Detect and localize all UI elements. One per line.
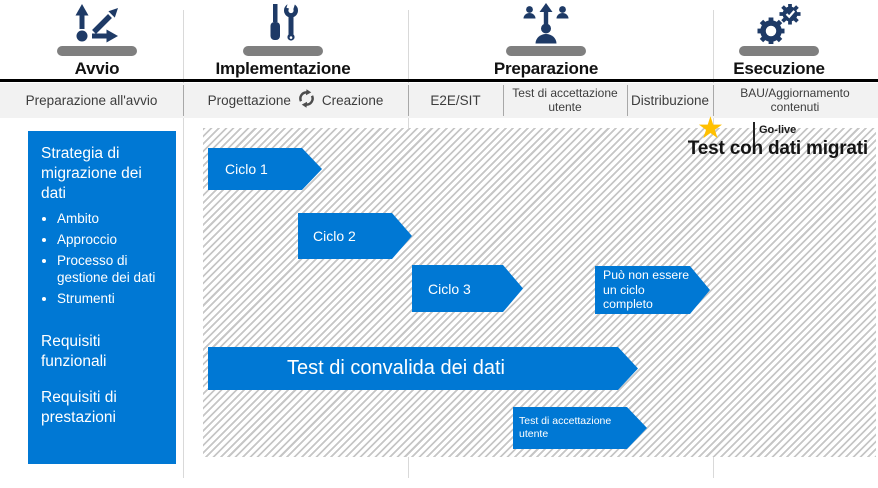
timeline-hatched-area	[203, 128, 876, 457]
arrow-ciclo-3: Ciclo 3	[412, 265, 523, 312]
subphase-e2e-sit: E2E/SIT	[430, 92, 481, 108]
bullet-item: Processo di gestione dei dati	[57, 252, 168, 287]
panel-req-funzionali: Requisiti funzionali	[41, 333, 107, 371]
scatter-arrows-icon	[15, 0, 179, 44]
phase-label: Implementazione	[215, 59, 351, 78]
tools-icon	[201, 0, 365, 44]
subphase-progettazione-creazione: Progettazione Creazione	[183, 83, 408, 118]
phase-esecuzione: Esecuzione	[697, 0, 861, 79]
golive-label: Go-live	[759, 124, 797, 136]
phase-divider-line	[0, 79, 878, 82]
bullet-item: Strumenti	[57, 290, 168, 308]
arrow-ciclo-2: Ciclo 2	[298, 213, 412, 259]
panel-bullet-list: Ambito Approccio Processo di gestione de…	[41, 210, 168, 307]
bullet-item: Approccio	[57, 231, 168, 249]
column-divider	[183, 10, 184, 478]
phase-avvio: Avvio	[15, 0, 179, 79]
phase-implementazione: Implementazione	[201, 0, 365, 79]
arrow-label: Test di convalida dei dati	[287, 357, 505, 379]
arrow-label: Ciclo 2	[313, 228, 356, 244]
podium-bar	[739, 46, 819, 56]
phase-label: Preparazione	[493, 59, 599, 78]
arrow-label: Test di accettazione utente	[519, 414, 612, 440]
phase-preparazione: Preparazione	[464, 0, 628, 79]
subphase-strip	[0, 83, 878, 118]
strip-divider	[183, 85, 184, 116]
subphase-distribuzione: Distribuzione	[630, 92, 710, 108]
sync-icon	[297, 89, 316, 112]
panel-heading: Strategia di migrazione dei dati	[41, 145, 142, 202]
phase-label: Esecuzione	[733, 59, 825, 78]
podium-bar	[57, 46, 137, 56]
requirements-panel: Strategia di migrazione dei dati Ambito …	[28, 131, 176, 464]
arrow-ciclo-1: Ciclo 1	[208, 148, 322, 190]
phase-label: Avvio	[74, 59, 120, 78]
people-promote-icon	[464, 0, 628, 44]
subphase-test-accettazione: Test di accettazione utente	[512, 85, 618, 114]
podium-bar	[243, 46, 323, 56]
golive-tick	[753, 122, 755, 150]
panel-req-prestazioni: Requisiti di prestazioni	[41, 388, 117, 426]
arrow-label: Ciclo 3	[428, 280, 471, 297]
strip-divider	[408, 85, 409, 116]
strip-divider	[627, 85, 628, 116]
gears-check-icon	[697, 0, 861, 44]
migrated-data-title: Test con dati migrati	[687, 138, 868, 159]
arrow-label: Ciclo 1	[225, 161, 268, 177]
arrow-ciclo-parziale: Può non essere un ciclo completo	[595, 266, 710, 314]
arrow-test-convalida: Test di convalida dei dati	[208, 347, 638, 390]
subphase-preparazione-avvio: Preparazione all'avvio	[25, 92, 158, 108]
arrow-test-accettazione: Test di accettazione utente	[513, 407, 647, 449]
bullet-item: Ambito	[57, 210, 168, 228]
subphase-creazione-label: Creazione	[321, 92, 384, 108]
arrow-label: Può non essere un ciclo completo	[603, 268, 690, 312]
strip-divider	[503, 85, 504, 116]
subphase-bau: BAU/Aggiornamento contenuti	[740, 85, 850, 114]
strip-divider	[713, 85, 714, 116]
podium-bar	[506, 46, 586, 56]
star-icon: ★	[697, 112, 724, 145]
subphase-progettazione-label: Progettazione	[207, 92, 291, 108]
